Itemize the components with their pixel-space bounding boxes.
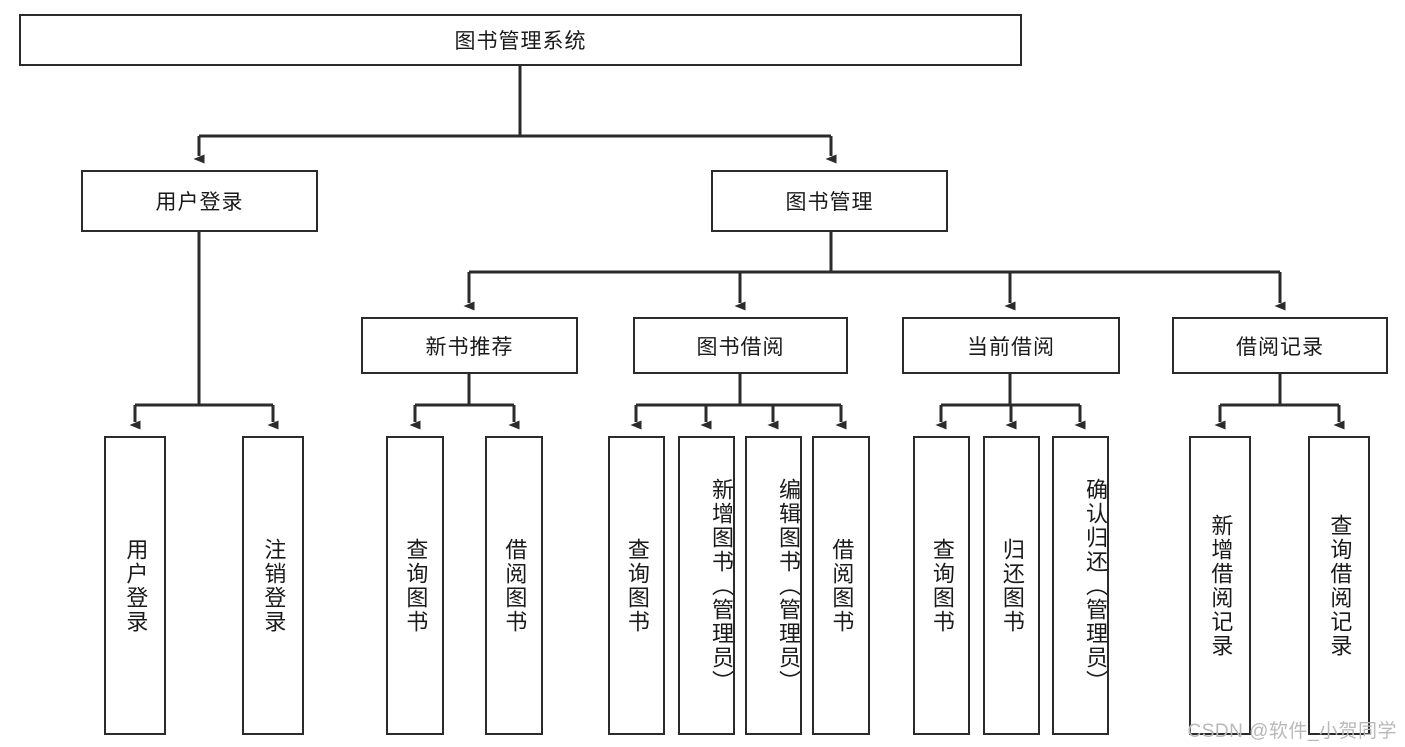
node-label: 编辑图书（管理员）: [776, 477, 801, 694]
csdn-watermark: CSDN @软件_小贺同学: [1187, 721, 1397, 742]
node-label: 查询图书: [929, 537, 955, 634]
node-user-login[interactable]: 用户登录: [81, 170, 318, 232]
node-system-title[interactable]: 图书管理系统: [19, 14, 1022, 66]
leaf-node-logout[interactable]: 注销登录: [242, 436, 304, 735]
node-label: 确认归还（管理员）: [1083, 477, 1108, 694]
leaf-node-add-borrow-record[interactable]: 新增借阅记录: [1189, 436, 1251, 735]
node-label: 查询图书: [403, 537, 429, 634]
node-book-management[interactable]: 图书管理: [711, 170, 948, 232]
node-label: 查询借阅记录: [1327, 513, 1353, 658]
leaf-node-query-books[interactable]: 查询图书: [608, 436, 665, 735]
node-label: 图书管理: [785, 191, 874, 214]
leaf-node-query-books-recommend[interactable]: 查询图书: [386, 436, 444, 735]
node-label: 借阅图书: [829, 537, 855, 634]
node-label: 归还图书: [999, 537, 1025, 634]
node-label: 新增图书（管理员）: [709, 477, 734, 694]
leaf-node-query-books-current[interactable]: 查询图书: [913, 436, 970, 735]
node-label: 借阅图书: [502, 537, 528, 634]
node-label: 图书管理系统: [454, 30, 587, 53]
leaf-node-edit-book-admin[interactable]: 编辑图书（管理员）: [745, 436, 802, 735]
leaf-node-user-login[interactable]: 用户登录: [104, 436, 166, 735]
node-current-borrow[interactable]: 当前借阅: [902, 317, 1120, 374]
leaf-node-borrow-book[interactable]: 借阅图书: [812, 436, 870, 735]
node-label: 新增借阅记录: [1208, 513, 1234, 658]
leaf-node-confirm-return-admin[interactable]: 确认归还（管理员）: [1052, 436, 1109, 735]
node-label: 用户登录: [155, 191, 244, 214]
node-label: 新书推荐: [425, 335, 514, 359]
leaf-node-return-book[interactable]: 归还图书: [983, 436, 1040, 735]
node-label: 用户登录: [123, 537, 149, 634]
node-borrow-record[interactable]: 借阅记录: [1172, 317, 1388, 374]
leaf-node-query-borrow-record[interactable]: 查询借阅记录: [1308, 436, 1370, 735]
node-label: 图书借阅: [696, 335, 785, 359]
node-new-book-recommend[interactable]: 新书推荐: [361, 317, 578, 374]
node-book-borrow[interactable]: 图书借阅: [633, 317, 848, 374]
leaf-node-add-book-admin[interactable]: 新增图书（管理员）: [678, 436, 735, 735]
leaf-node-borrow-books-recommend[interactable]: 借阅图书: [485, 436, 543, 735]
node-label: 注销登录: [261, 537, 287, 634]
node-label: 查询图书: [624, 537, 650, 634]
node-label: 借阅记录: [1236, 335, 1324, 359]
node-label: 当前借阅: [967, 335, 1055, 359]
